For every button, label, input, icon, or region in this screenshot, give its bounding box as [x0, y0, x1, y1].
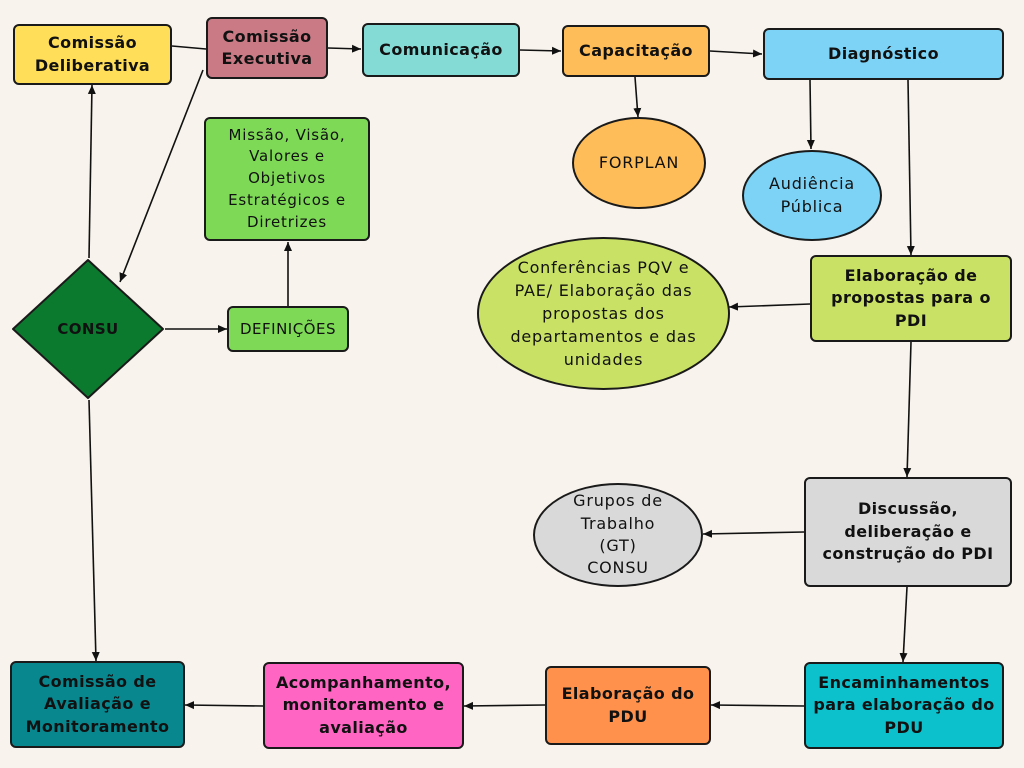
node-missao-visao-valores: Missão, Visão, Valores e Objetivos Estra… [204, 117, 370, 241]
consu-diamond-shape [12, 259, 164, 399]
node-encaminhamentos: Encaminhamentos para elaboração do PDU [804, 662, 1004, 749]
edge-encaminhamentos-pdu [710, 701, 805, 710]
node-audiencia-publica: Audiência Pública [742, 150, 882, 241]
edge-pdu-acompanhamento [463, 701, 546, 710]
node-definicoes: DEFINIÇÕES [227, 306, 349, 352]
node-grupos-trabalho: Grupos de Trabalho (GT) CONSU [533, 483, 703, 587]
node-conferencias: Conferências PQV e PAE/ Elaboração das p… [477, 237, 730, 390]
edge-diagnostico-audiencia [806, 79, 815, 150]
edge-comunicacao-capacitacao [519, 46, 562, 55]
edge-deliberativa-executiva [171, 45, 207, 50]
edge-elaboracao-discussao [903, 341, 912, 478]
node-consu: CONSU [11, 258, 165, 400]
node-elaboracao-propostas: Elaboração de propostas para o PDI [810, 255, 1012, 342]
edge-acompanhamento-avaliacao [184, 701, 264, 710]
edge-capacitacao-diagnostico [709, 49, 763, 58]
node-comissao-executiva: Comissão Executiva [206, 17, 328, 79]
edge-consu-avaliacao [88, 399, 100, 662]
node-discussao: Discussão, deliberação e construção do P… [804, 477, 1012, 587]
edge-discussao-grupos [702, 529, 805, 538]
node-capacitacao: Capacitação [562, 25, 710, 77]
node-elaboracao-pdu: Elaboração do PDU [545, 666, 711, 745]
consu-label: CONSU [57, 320, 119, 338]
node-comissao-deliberativa: Comissão Deliberativa [13, 24, 172, 85]
node-comunicacao: Comunicação [362, 23, 520, 77]
edge-capacitacao-forplan [633, 76, 642, 118]
edge-executiva-comunicacao [327, 44, 362, 53]
edge-discussao-encaminhamentos [899, 586, 908, 663]
node-forplan: FORPLAN [572, 117, 706, 209]
node-acompanhamento: Acompanhamento, monitoramento e avaliaçã… [263, 662, 464, 749]
edge-elaboracao-conferencias [728, 302, 811, 311]
edge-consu-deliberativa [87, 84, 96, 259]
node-diagnostico: Diagnóstico [763, 28, 1004, 80]
node-comissao-avaliacao: Comissão de Avaliação e Monitoramento [10, 661, 185, 748]
edge-executiva-consu [119, 69, 204, 283]
edge-diagnostico-elaboracao [906, 79, 915, 256]
